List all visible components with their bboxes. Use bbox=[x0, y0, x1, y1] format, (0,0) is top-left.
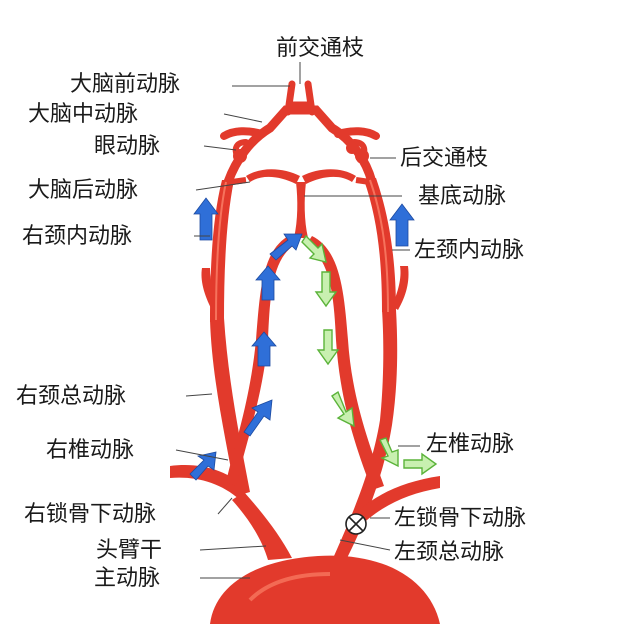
arrow-icon bbox=[243, 399, 273, 437]
left-vertebral-vessel bbox=[306, 236, 384, 490]
label-right-subclavian: 右锁骨下动脉 bbox=[24, 502, 157, 527]
arrow-icon bbox=[314, 271, 338, 308]
middle-cerebral-vessel-right bbox=[220, 127, 266, 140]
arrow-icon bbox=[331, 390, 355, 428]
label-aorta: 主动脉 bbox=[94, 566, 161, 591]
reversed-flow-arrows bbox=[301, 234, 438, 476]
arrow-icon bbox=[251, 331, 277, 367]
arrow-icon bbox=[301, 234, 327, 263]
label-brachiocephalic: 头臂干 bbox=[96, 538, 163, 563]
label-right-vertebral: 右椎动脉 bbox=[46, 438, 135, 463]
label-posterior-cerebral: 大脑后动脉 bbox=[28, 178, 139, 203]
posterior-communicating-vessel bbox=[231, 177, 371, 185]
circle-x-icon bbox=[345, 513, 367, 535]
anterior-cerebral-vessel bbox=[284, 80, 316, 116]
arrow-icon bbox=[316, 329, 340, 366]
posterior-cerebral-vessel-left bbox=[302, 169, 356, 184]
left-external-carotid-stub bbox=[392, 266, 409, 310]
basilar-vessel bbox=[294, 182, 308, 238]
left-subclavian-vessel bbox=[348, 476, 440, 530]
aorta-highlight bbox=[248, 572, 331, 602]
arrow-icon bbox=[379, 437, 399, 468]
label-basilar: 基底动脉 bbox=[418, 184, 507, 209]
brachiocephalic-vessel bbox=[232, 492, 292, 560]
label-left-internal-carotid: 左颈内动脉 bbox=[414, 238, 525, 263]
label-posterior-communicating: 后交通枝 bbox=[400, 146, 489, 171]
right-subclavian-vessel bbox=[170, 465, 248, 500]
label-left-common-carotid: 左颈总动脉 bbox=[394, 540, 505, 565]
label-anterior-cerebral: 大脑前动脉 bbox=[70, 72, 181, 97]
label-middle-cerebral: 大脑中动脉 bbox=[28, 102, 139, 127]
arrow-icon bbox=[389, 203, 415, 247]
label-left-subclavian: 左锁骨下动脉 bbox=[394, 506, 527, 531]
label-left-vertebral: 左椎动脉 bbox=[426, 432, 515, 457]
middle-cerebral-vessel-left bbox=[334, 127, 380, 140]
aorta-vessel bbox=[210, 555, 440, 624]
label-ophthalmic: 眼动脉 bbox=[94, 134, 161, 159]
left-internal-carotid-vessel bbox=[364, 178, 396, 312]
posterior-cerebral-vessel bbox=[246, 169, 300, 184]
arrow-icon bbox=[193, 197, 219, 241]
arrow-icon bbox=[255, 265, 281, 301]
arrow-icon bbox=[189, 451, 217, 481]
label-right-internal-carotid: 右颈内动脉 bbox=[22, 224, 133, 249]
label-right-common-carotid: 右颈总动脉 bbox=[16, 384, 127, 409]
normal-flow-arrows bbox=[189, 197, 415, 481]
label-anterior-communicating: 前交通枝 bbox=[276, 36, 365, 61]
arrow-icon bbox=[269, 233, 303, 261]
arrow-icon bbox=[403, 452, 438, 476]
leader-lines bbox=[175, 62, 420, 579]
